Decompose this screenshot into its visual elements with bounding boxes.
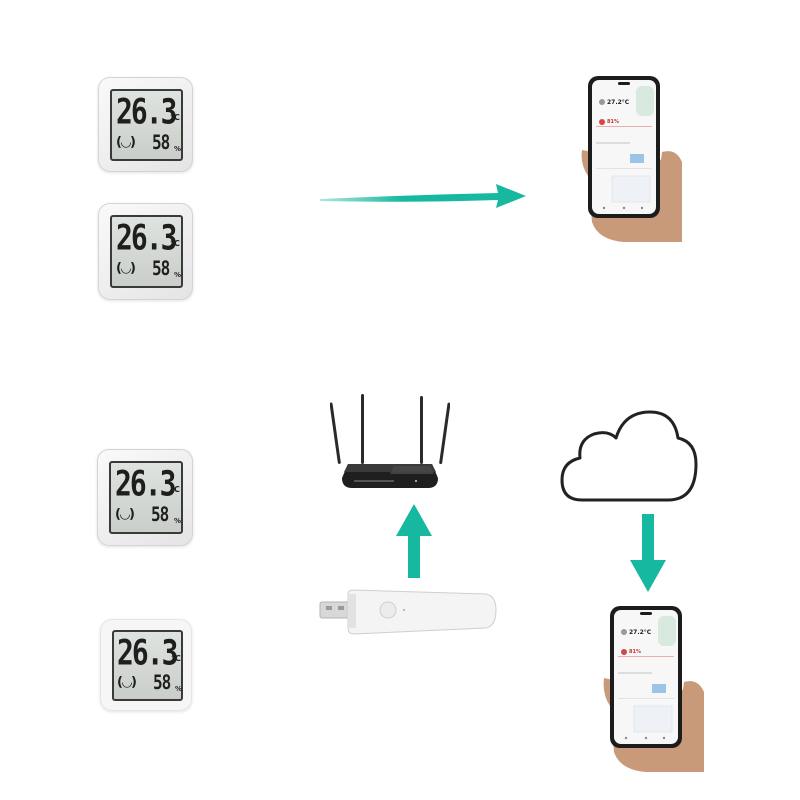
temperature-reading: 26.3: [116, 91, 177, 133]
usb-gateway-icon: [319, 589, 497, 635]
phone-humidity-reading: 81%: [629, 649, 641, 655]
comfort-face-icon: (◡): [117, 675, 137, 690]
thermometer-device-3: 26.3 °C (◡) 58 %: [97, 449, 193, 546]
temperature-unit: °C: [171, 654, 181, 663]
humidity-unit: %: [174, 517, 182, 525]
lcd-display: 26.3 °C (◡) 58 %: [109, 461, 183, 534]
humidity-unit: %: [174, 271, 182, 279]
humidity-reading: 58: [151, 503, 169, 526]
cloud-icon: [560, 410, 698, 502]
smartphone-in-hand-icon: [603, 606, 704, 772]
down-arrow-icon: [630, 514, 666, 592]
smartphone-in-hand-icon: [581, 76, 682, 242]
temperature-reading: 26.3: [116, 217, 177, 259]
phone-humidity-reading: 81%: [607, 119, 619, 125]
lcd-display: 26.3 °C (◡) 58 %: [112, 630, 183, 701]
temperature-unit: °C: [170, 485, 180, 494]
right-arrow-icon: [320, 184, 526, 208]
humidity-reading: 58: [152, 257, 170, 280]
wifi-router-icon: [330, 394, 450, 488]
up-arrow-icon: [396, 504, 432, 578]
thermometer-device-2: 26.3 °C (◡) 58 %: [98, 203, 193, 300]
temperature-reading: 26.3: [117, 632, 178, 674]
thermometer-device-4: 26.3 °C (◡) 58 %: [100, 619, 192, 711]
temperature-unit: °C: [170, 239, 180, 248]
humidity-unit: %: [174, 145, 182, 153]
lcd-display: 26.3 °C (◡) 58 %: [110, 215, 183, 288]
humidity-reading: 58: [152, 131, 170, 154]
comfort-face-icon: (◡): [116, 261, 136, 276]
phone-temperature-reading: 27.2°C: [607, 99, 630, 106]
thermometer-device-1: 26.3 °C (◡) 58 %: [98, 77, 193, 172]
temperature-reading: 26.3: [115, 463, 176, 505]
comfort-face-icon: (◡): [116, 135, 136, 150]
humidity-unit: %: [175, 685, 183, 693]
temperature-unit: °C: [170, 113, 180, 122]
lcd-display: 26.3 °C (◡) 58 %: [110, 89, 183, 161]
humidity-reading: 58: [153, 671, 171, 694]
comfort-face-icon: (◡): [115, 507, 135, 522]
phone-temperature-reading: 27.2°C: [629, 629, 652, 636]
